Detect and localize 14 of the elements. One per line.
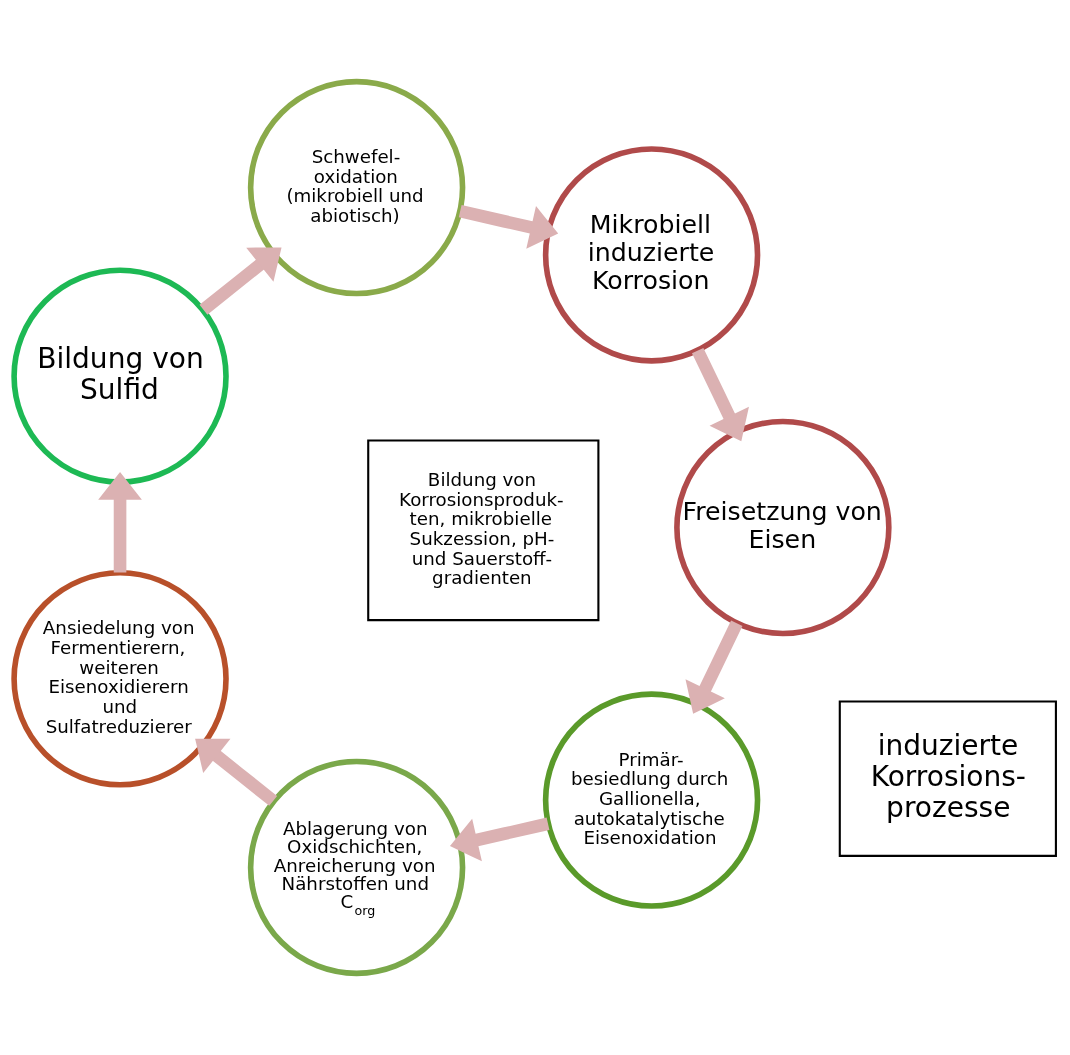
arrow	[692, 347, 749, 442]
node-box: induzierte Korrosions- prozesse	[838, 700, 1057, 857]
arrow	[458, 205, 559, 249]
node-circle: Ablagerung von Oxidschichten, Anreicherung von Nährstoffen und C$_{org}$	[247, 758, 466, 977]
arrow	[195, 738, 278, 806]
arrow	[98, 472, 142, 573]
arrow	[449, 817, 550, 862]
node-circle: Freisetzung von Eisen	[674, 418, 892, 637]
arrow	[199, 247, 282, 315]
node-box: Bildung von Korrosionsproduk- ten, mikrobielle Sukzession, pH- und Sauerstoff- gradienten	[367, 439, 600, 622]
node-circle: Primär- besiedlung durch Gallionella, autokatalytische Eisenoxidation	[542, 691, 761, 909]
node-circle: Bildung von Sulfid	[11, 267, 229, 485]
node-circle: Mikrobiell induzierte Korrosion	[542, 146, 761, 364]
arrow	[685, 620, 743, 714]
